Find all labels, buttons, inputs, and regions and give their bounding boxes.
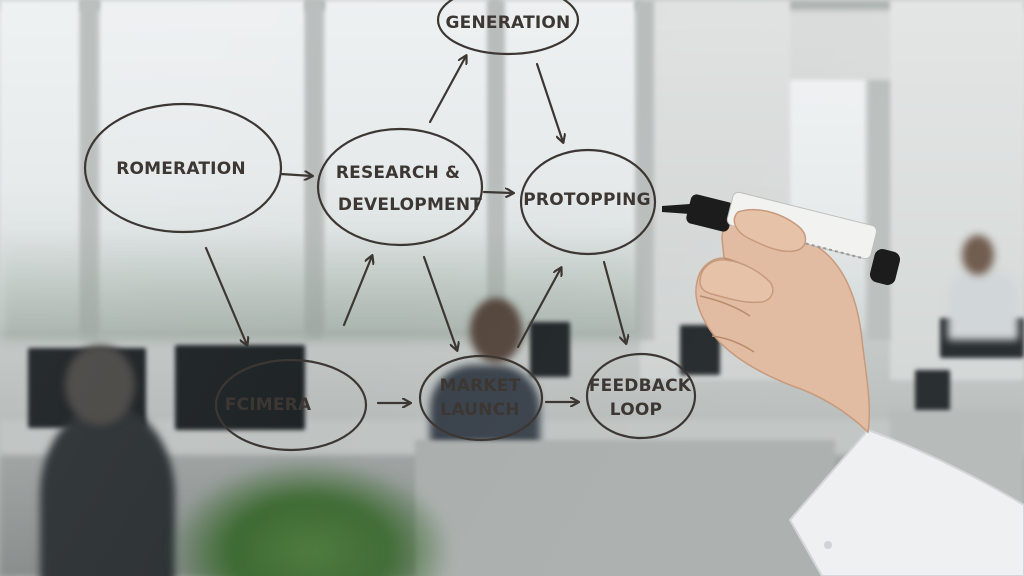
node-research-ellipse [316, 127, 484, 247]
arrow-research-to-market [422, 255, 457, 350]
node-label-market-line1: MARKET [440, 376, 521, 396]
arrow-romeration-to-fcimera [204, 246, 247, 345]
coworker-right-body [948, 270, 1018, 340]
node-label-romeration: ROMERATION [116, 159, 246, 179]
monitor [530, 322, 570, 377]
cuff-button [824, 541, 832, 549]
node-label-research-line1: RESEARCH & [336, 163, 460, 183]
node-protopping-ellipse [519, 148, 657, 256]
arrow-romeration-to-research [279, 174, 312, 176]
node-label-protopping: PROTOPPING [523, 190, 650, 210]
arrow-fcimera-to-research [342, 256, 372, 327]
potted-plant [170, 460, 450, 576]
window-frame [636, 0, 654, 340]
arrow-research-to-protopping [482, 192, 513, 193]
node-label-generation: GENERATION [446, 13, 571, 33]
node-label-research-line2: DEVELOPMENT [338, 195, 482, 215]
finger-crease [711, 335, 755, 353]
node-label-feedback-line1: FEEDBACK [589, 376, 692, 396]
node-generation-ellipse [436, 0, 580, 56]
index-finger [699, 259, 774, 304]
coworker-right-head [962, 235, 994, 275]
node-feedback-ellipse [585, 352, 697, 440]
marker-pen [662, 191, 901, 285]
coworker-left-body [40, 405, 175, 576]
finger-crease [699, 295, 751, 317]
arrow-generation-to-protopping [535, 62, 563, 142]
node-romeration-ellipse [83, 102, 283, 234]
arrow-research-to-generation [428, 56, 466, 124]
node-fcimera-ellipse [214, 358, 368, 452]
node-label-fcimera: FCIMERA [225, 395, 312, 415]
node-label-market-line2: LAUNCH [440, 400, 519, 420]
node-label-feedback-line2: LOOP [610, 400, 662, 420]
cubicle-partition [415, 440, 835, 576]
arrow-market-to-protopping [516, 268, 561, 349]
arrow-protopping-to-feedback [602, 260, 626, 343]
coworker-left-head [65, 345, 135, 425]
node-market-ellipse [418, 354, 544, 442]
thumb [733, 208, 807, 253]
monitor [915, 370, 950, 415]
outdoor-trees [0, 230, 640, 340]
shirt-sleeve [788, 428, 1024, 576]
coworker-center-head [470, 298, 522, 363]
